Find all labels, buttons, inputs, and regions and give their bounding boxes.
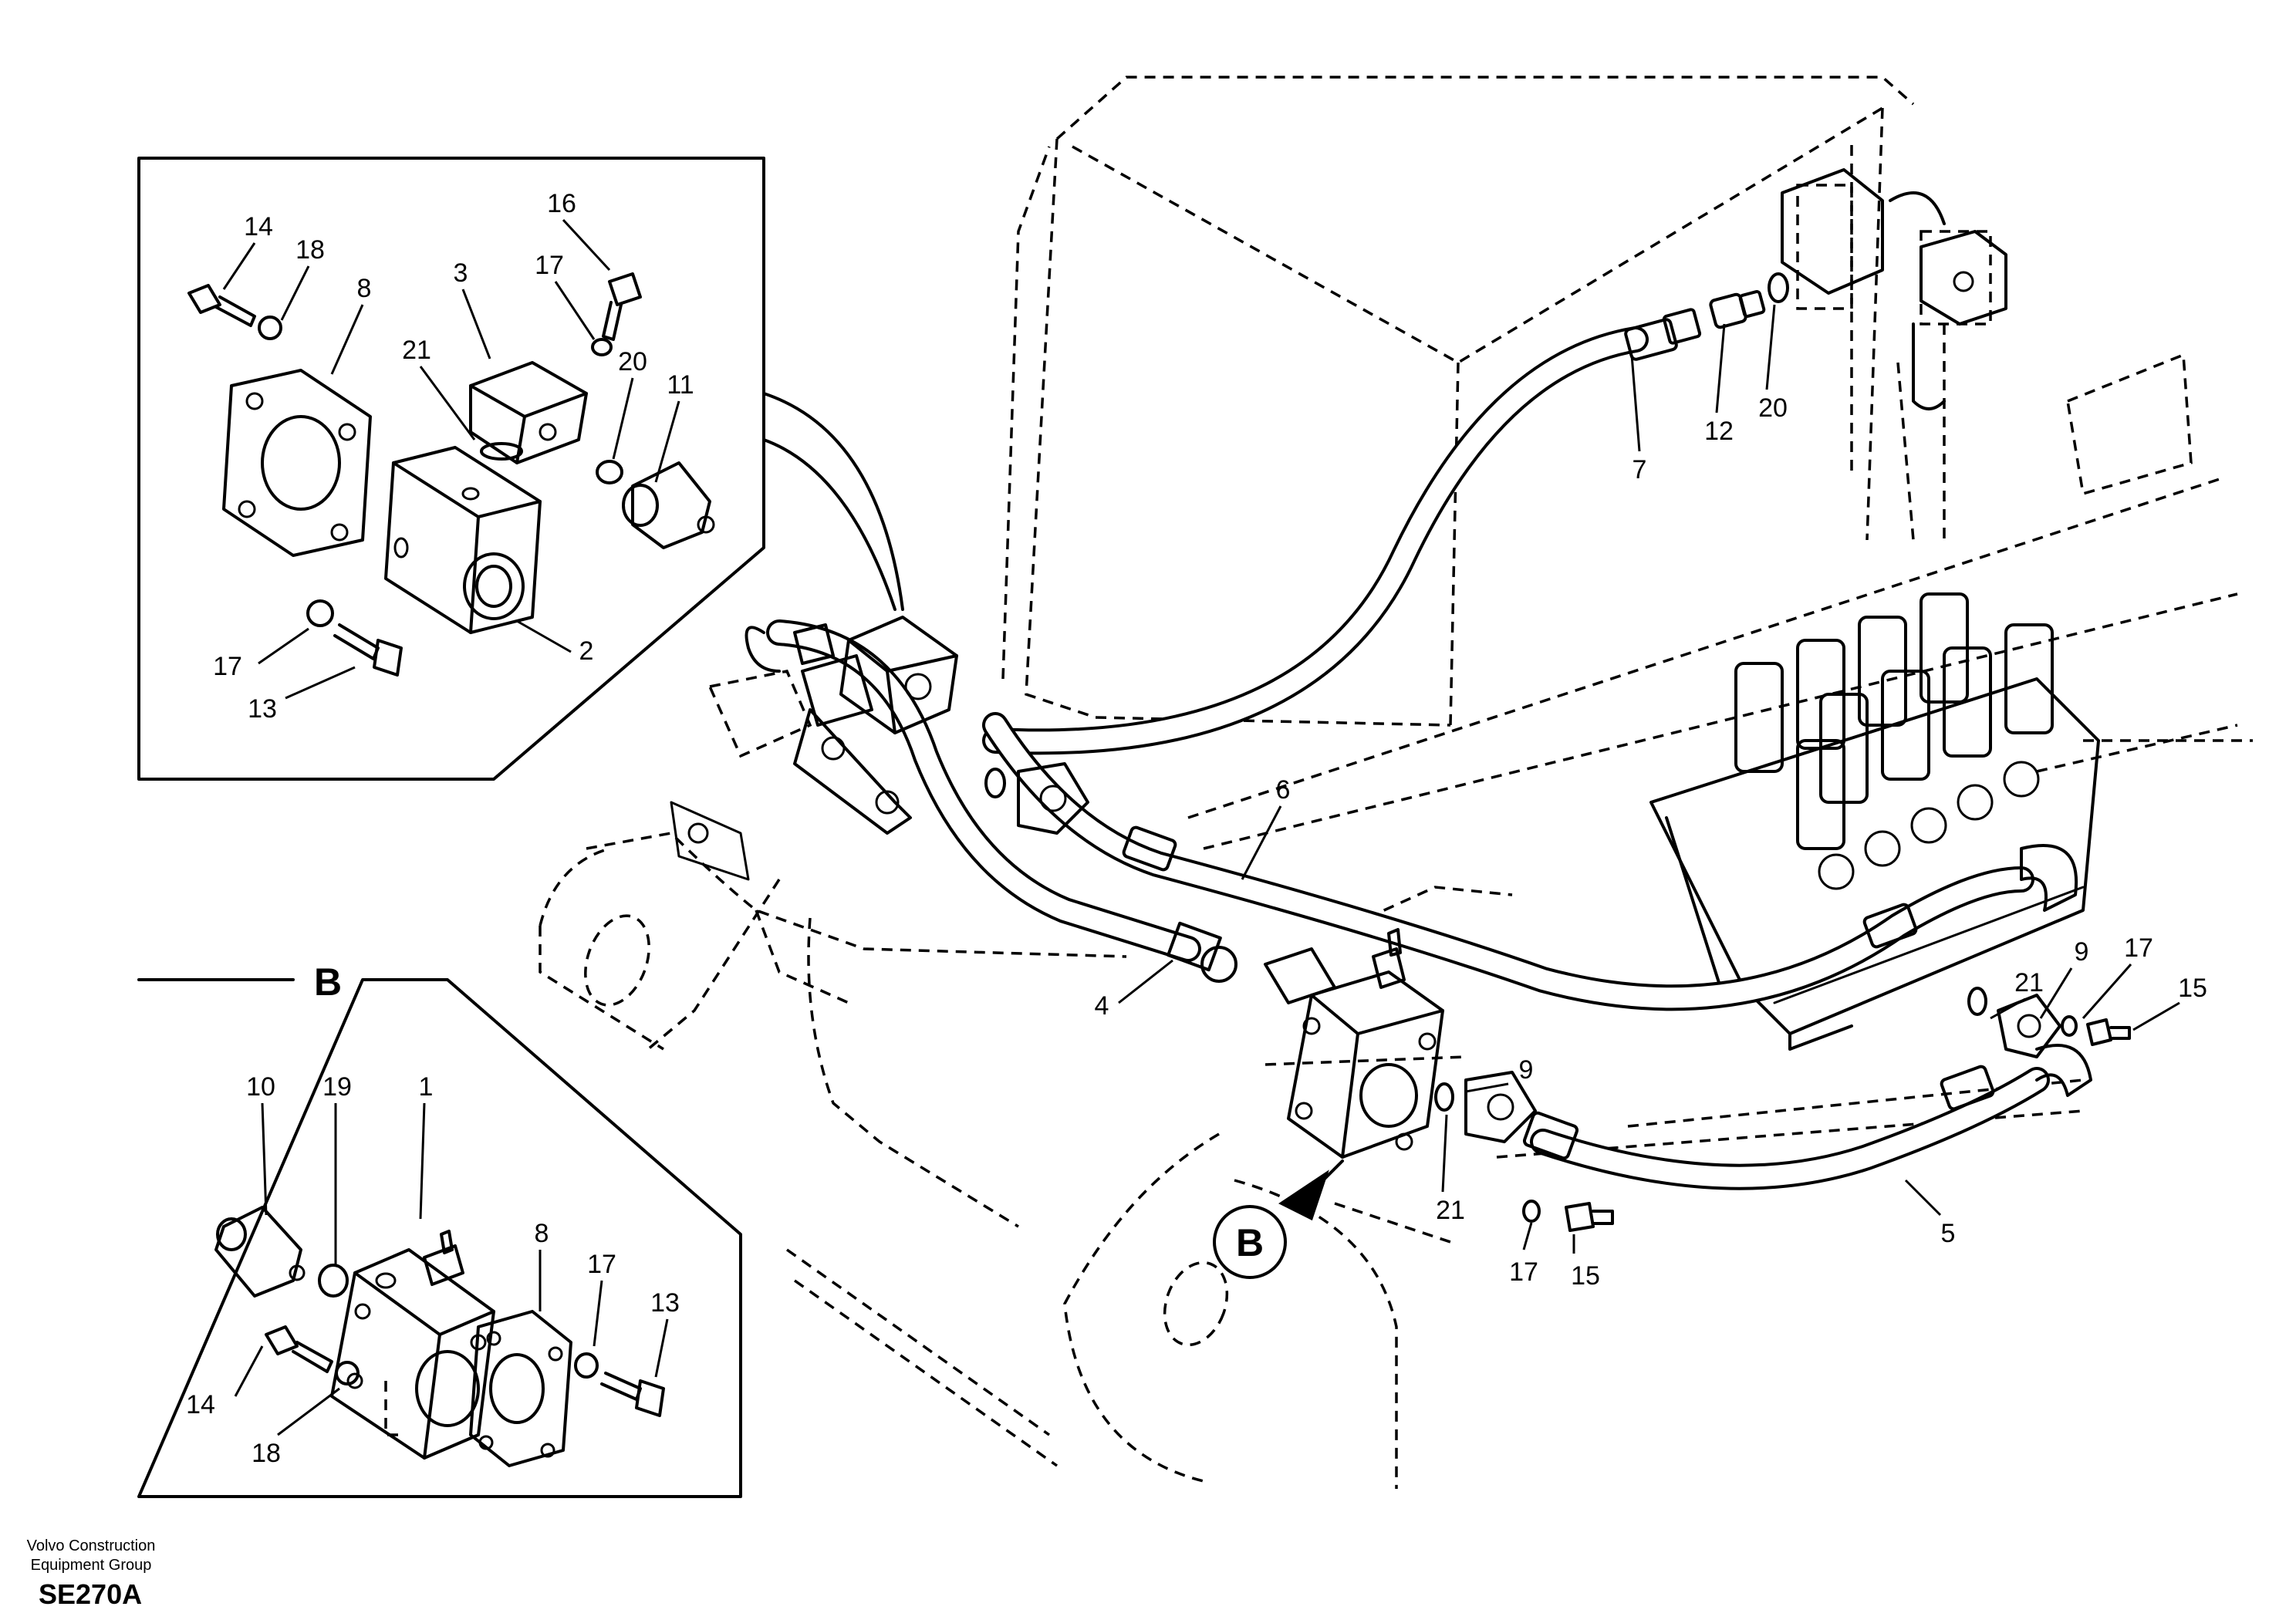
callout-19: 19 <box>322 1072 352 1102</box>
callout-20-a: 20 <box>618 347 647 376</box>
callout-8-a: 8 <box>357 274 372 303</box>
view-b-arrow <box>1278 1159 1344 1221</box>
callout-18-a: 18 <box>295 235 325 265</box>
callout-21-a: 21 <box>402 336 431 365</box>
hose-7 <box>982 308 1702 755</box>
hose-6-elbow-right <box>2020 844 2078 912</box>
leader-lines <box>222 218 2180 1436</box>
callout-labels: 14 18 8 3 17 16 21 20 11 2 17 13 7 12 20… <box>186 189 2207 1468</box>
callout-2: 2 <box>579 636 594 666</box>
callout-15-b: 15 <box>2178 974 2207 1003</box>
company-name: Volvo Construction Equipment Group <box>26 1537 156 1574</box>
callout-9-a: 9 <box>1519 1055 1534 1085</box>
callout-14-b: 14 <box>186 1390 215 1419</box>
upper-left-valve-cluster <box>670 616 958 881</box>
bolt-15-right <box>2086 1018 2131 1046</box>
callout-18-b: 18 <box>252 1439 281 1468</box>
callout-13-a: 13 <box>248 694 277 724</box>
callout-8-b: 8 <box>535 1219 549 1248</box>
flange-9-lower <box>1464 1071 1537 1143</box>
bolt-15-lower <box>1565 1202 1614 1232</box>
callout-12: 12 <box>1704 417 1734 446</box>
callout-17-c: 17 <box>1509 1257 1538 1287</box>
callout-4: 4 <box>1095 991 1109 1021</box>
callout-17-d: 17 <box>2124 933 2153 963</box>
detail-b-title: B <box>314 960 342 1004</box>
callout-5: 5 <box>1941 1219 1956 1248</box>
callout-1: 1 <box>419 1072 434 1102</box>
callout-16: 16 <box>547 189 576 218</box>
callout-10: 10 <box>246 1072 275 1102</box>
callout-9-b: 9 <box>2075 937 2089 967</box>
valve-spools <box>1734 592 2054 850</box>
washer-17-lower <box>1522 1200 1541 1223</box>
callout-17-b: 17 <box>213 652 242 681</box>
callout-17-a: 17 <box>535 251 564 280</box>
callout-20-b: 20 <box>1758 393 1788 423</box>
flange-upper-left <box>984 762 1089 835</box>
hose-6 <box>982 712 2034 1011</box>
view-b-circle-label: B <box>1236 1221 1264 1264</box>
drawing-code: SE270A <box>39 1578 143 1610</box>
hose-4 <box>766 619 1237 983</box>
washer-17-right <box>2061 1015 2078 1037</box>
view-b-circle <box>1213 1205 1287 1279</box>
callout-21-c: 21 <box>2014 968 2044 997</box>
adapter-12 <box>1709 290 1766 329</box>
o-ring-21-right <box>1967 987 1987 1016</box>
flange-9-right <box>1997 994 2061 1058</box>
callout-6: 6 <box>1276 775 1291 805</box>
callout-15-a: 15 <box>1571 1261 1600 1291</box>
o-ring-20-upper <box>1768 272 1789 303</box>
upper-right-bracket <box>1781 168 2007 410</box>
detail-b-parts <box>214 1206 665 1467</box>
callout-17-e: 17 <box>587 1250 616 1279</box>
machine-outline-dashed <box>539 76 2253 1489</box>
callout-14-a: 14 <box>244 212 273 241</box>
valve-block-main <box>1264 928 1444 1159</box>
detail-upper-left-frame <box>137 157 904 781</box>
callout-21-b: 21 <box>1436 1196 1465 1225</box>
callout-13-b: 13 <box>650 1288 680 1318</box>
detail-upper-left-parts <box>187 272 715 677</box>
callout-7: 7 <box>1633 455 1647 484</box>
callout-3: 3 <box>454 258 468 288</box>
hose-5 <box>1522 1044 2092 1190</box>
detail-b-frame <box>137 978 742 1498</box>
callout-11: 11 <box>667 370 694 400</box>
o-ring-21-lower <box>1434 1082 1454 1112</box>
